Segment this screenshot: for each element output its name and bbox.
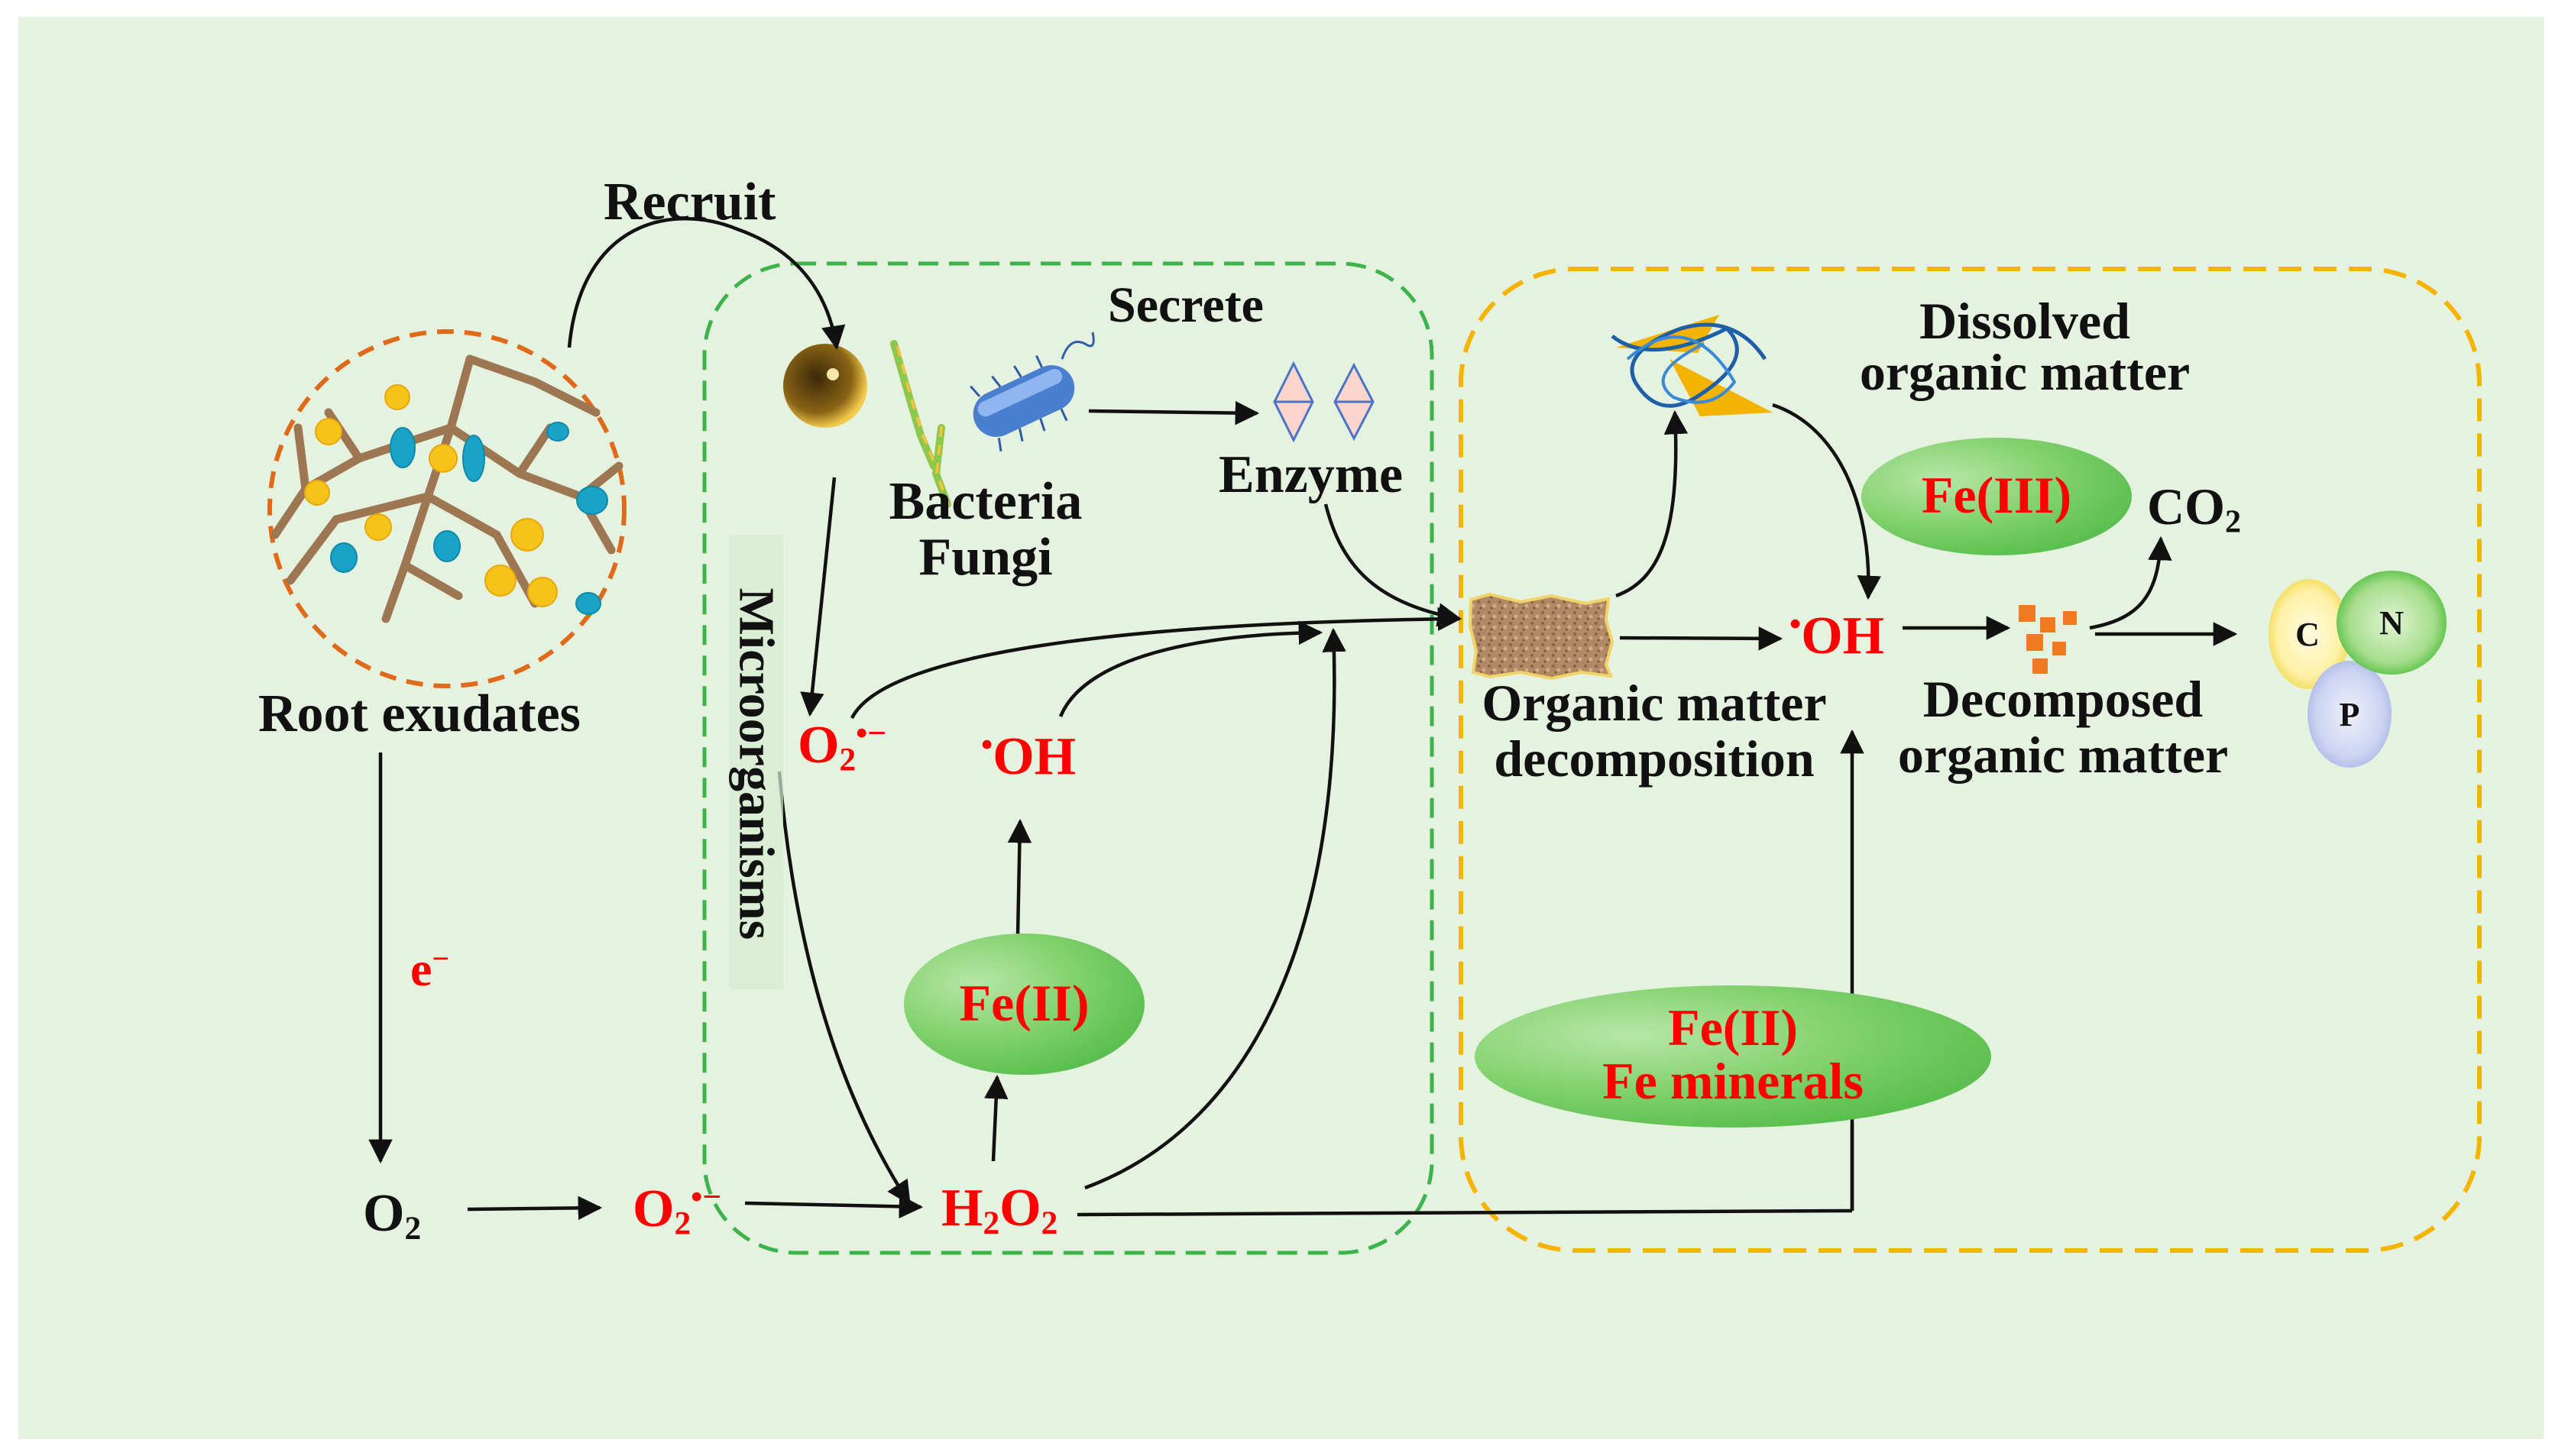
arrow-dom-to-oh: [1772, 403, 1881, 600]
label-dom-line1: Dissolved: [1919, 292, 2130, 350]
label-decomposed-line1: Decomposed: [1922, 670, 2204, 728]
arrow-superoxide-to-omd: [850, 607, 1462, 720]
microorganisms-label-bg: [730, 535, 783, 989]
label-fe2-minerals-line1: Fe(II): [1668, 998, 1798, 1056]
arrow-h2o2-curve: [1084, 627, 1346, 1190]
arrow-enzyme-to-omd: [1323, 503, 1462, 627]
fe2-pill: [904, 933, 1145, 1075]
rod-bacterium-icon: [970, 332, 1095, 452]
label-hydroxyl-right: •OH: [1789, 606, 1885, 665]
nutrient-p: P: [2339, 695, 2360, 733]
label-recruit: Recruit: [604, 173, 776, 231]
nutrient-c: C: [2295, 615, 2320, 653]
label-fungi: Fungi: [918, 528, 1053, 587]
line-h2o2-to-fe-minerals: [1077, 1208, 1853, 1217]
arrow-fe2-to-oh: [1007, 818, 1032, 937]
label-superoxide-bottom: O2•−: [633, 1179, 722, 1242]
decomposed-fragments-icon: [2019, 605, 2077, 674]
label-dom-line2: organic matter: [1859, 343, 2191, 401]
label-fe2-minerals-line2: Fe minerals: [1602, 1052, 1864, 1110]
label-fe3: Fe(III): [1921, 466, 2072, 524]
label-electron: e−: [410, 942, 450, 996]
arrow-oh-up: [1058, 620, 1323, 717]
arrow-superoxide-down-to-h2o2: [777, 771, 911, 1205]
label-root-exudates: Root exudates: [258, 684, 581, 743]
label-microorganisms: Microorganisms: [728, 587, 785, 940]
arrow-omd-to-dom: [1615, 409, 1689, 598]
nutrient-p-ball: [2308, 661, 2392, 768]
nutrient-n: N: [2379, 603, 2404, 642]
bacterium-cell-icon: [783, 344, 867, 428]
enzyme-crystal-icon: [1273, 361, 1375, 443]
label-fe2: Fe(II): [959, 974, 1090, 1032]
label-o2: O2: [363, 1184, 422, 1247]
soil-texture-icon: [1468, 592, 1614, 681]
arrow-omd-to-oh: [1619, 626, 1783, 651]
organic-matter-box: [1459, 267, 2482, 1253]
arrow-o2-to-superoxide: [467, 1196, 603, 1221]
fe2-minerals-pill: [1475, 985, 1991, 1128]
arrow-microbe-to-superoxide: [800, 477, 837, 717]
label-decomposed-line2: organic matter: [1897, 726, 2229, 784]
fe3-pill: [1861, 438, 2132, 555]
label-co2: CO2: [2147, 477, 2242, 540]
background-panel: [18, 17, 2544, 1439]
label-h2o2: H2O2: [941, 1179, 1058, 1241]
arrow-recruit: [567, 217, 846, 351]
label-omd-line2: decomposition: [1494, 730, 1815, 788]
label-omd-line1: Organic matter: [1482, 674, 1827, 732]
arrow-decomposed-to-co2: [2089, 535, 2172, 630]
nutrient-c-ball: [2269, 579, 2350, 689]
label-bacteria: Bacteria: [889, 472, 1083, 531]
arrow-h2o2-to-fe2: [983, 1074, 1009, 1162]
label-secrete: Secrete: [1108, 277, 1264, 333]
arrow-secrete: [1088, 400, 1260, 425]
fungi-hypha-icon: [890, 340, 951, 508]
label-hydroxyl-left: •OH: [981, 726, 1077, 786]
nutrient-n-ball: [2337, 571, 2447, 675]
label-enzyme: Enzyme: [1219, 445, 1404, 504]
dom-tangle-icon: [1611, 315, 1773, 416]
root-network-icon: [267, 329, 627, 688]
arrow-superoxide-to-h2o2: [744, 1194, 924, 1219]
microorganisms-box: [702, 261, 1434, 1255]
label-superoxide-top: O2•−: [798, 715, 887, 778]
